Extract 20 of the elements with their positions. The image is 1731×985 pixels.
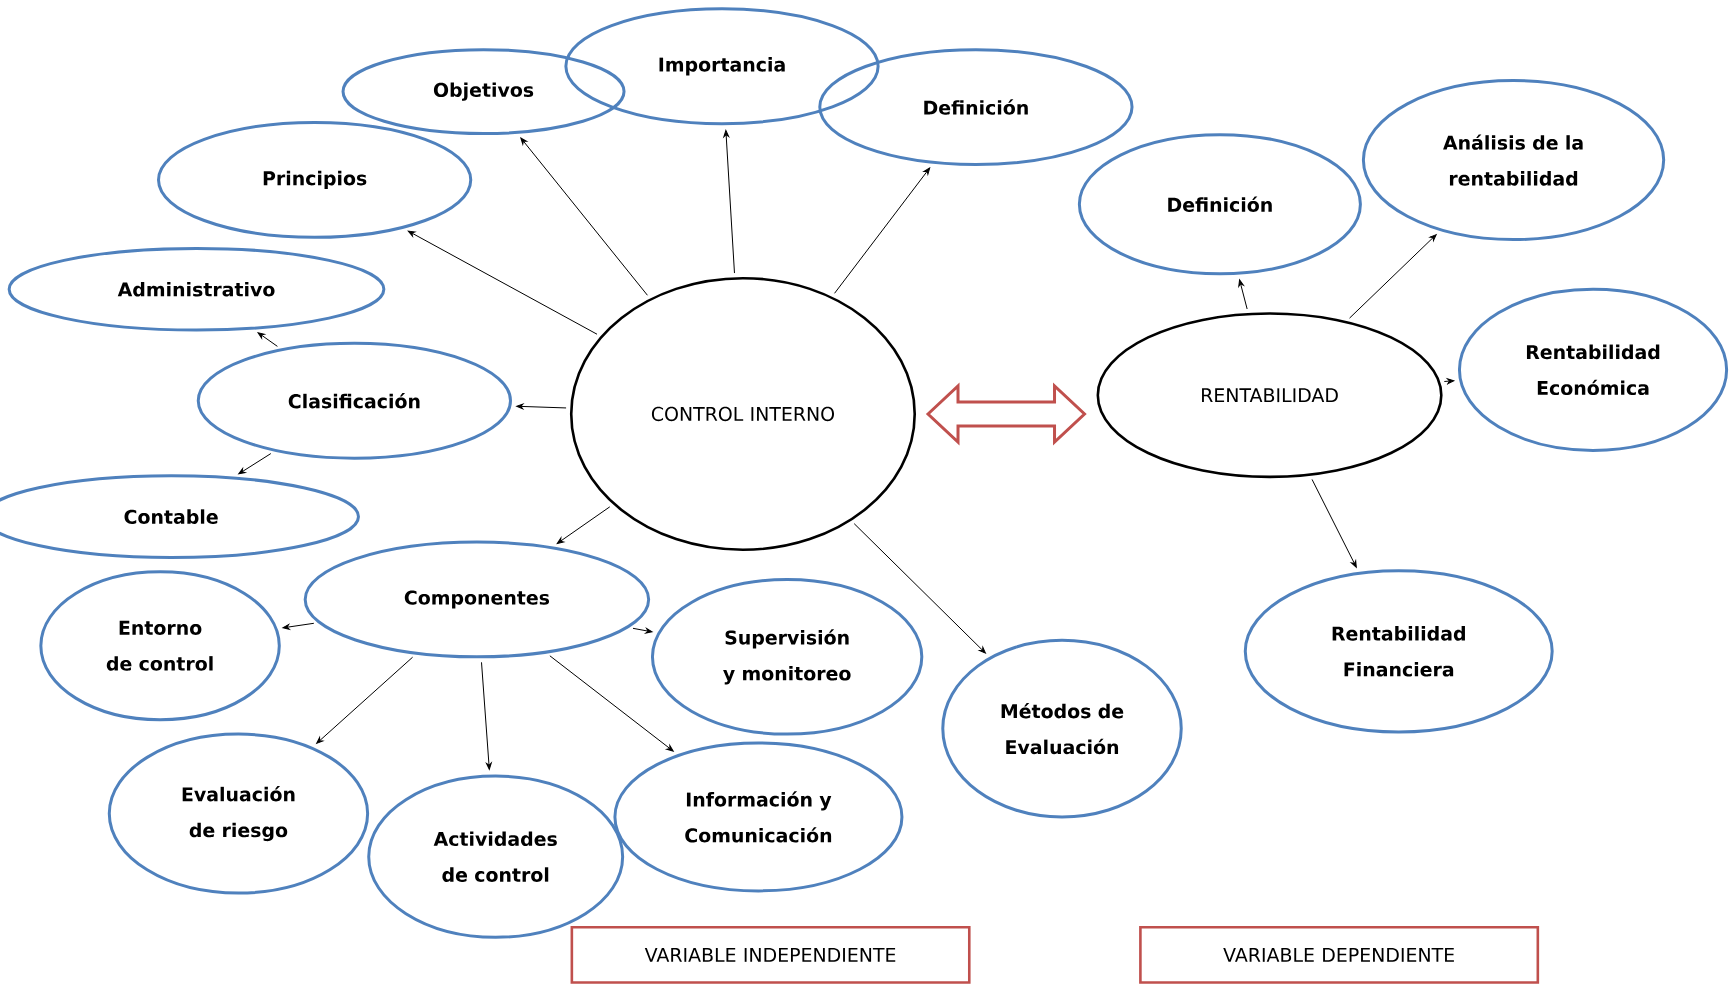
arrow [1238,279,1248,310]
arrow [407,230,598,335]
arrow [549,655,674,752]
arrow [282,622,315,630]
arrow [1443,378,1455,385]
arrow [316,656,414,744]
arrow [520,137,648,296]
arrow [238,453,272,475]
arrow [834,167,931,294]
arrow [853,523,986,654]
variable-label-box: VARIABLE DEPENDIENTE [1139,926,1540,984]
arrow [257,332,278,347]
arrow [1311,478,1357,568]
arrow [481,661,492,770]
arrow [556,506,611,544]
arrow [632,627,653,634]
arrow [516,403,567,410]
arrow [1349,234,1437,319]
arrow [723,130,735,274]
variable-label-box: VARIABLE INDEPENDIENTE [570,926,971,984]
